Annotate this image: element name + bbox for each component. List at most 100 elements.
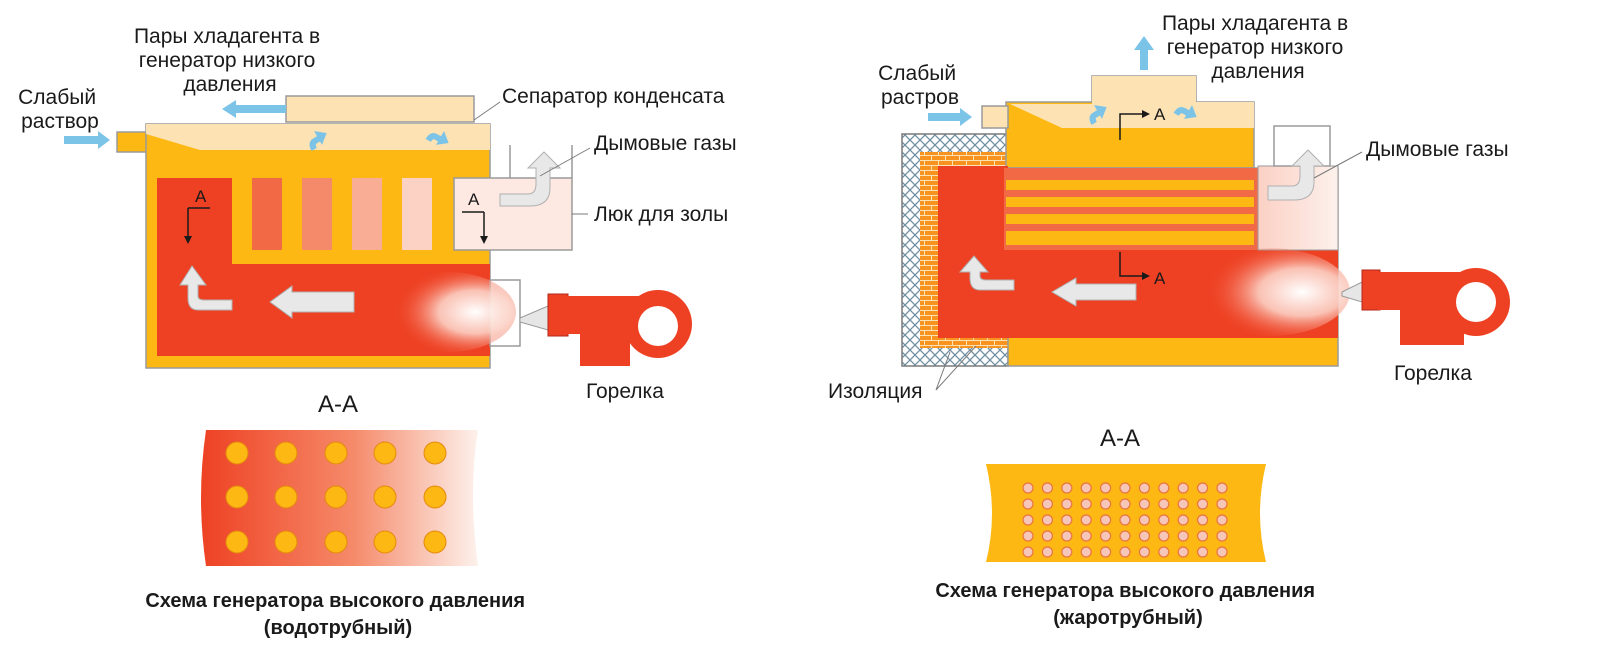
fire-tube-section bbox=[1022, 530, 1034, 542]
right-smoke-box bbox=[1257, 165, 1339, 251]
fire-tube-section bbox=[1158, 530, 1170, 542]
fire-tube-section bbox=[1080, 514, 1092, 526]
right-insulation-leader bbox=[935, 345, 977, 391]
left-burner-icon bbox=[519, 290, 692, 366]
left-vapor-rise-arrow-1 bbox=[309, 131, 327, 151]
right-insulation-label: Изоляция bbox=[828, 380, 922, 403]
left-caption: Схема генератора высокого давления (водо… bbox=[145, 590, 530, 639]
left-section-mark-a1: A bbox=[184, 187, 210, 244]
right-vapor-out-arrow bbox=[1134, 36, 1154, 70]
fire-tube-section bbox=[1138, 514, 1151, 526]
fire-tube-section bbox=[1119, 530, 1131, 542]
fire-tube-section bbox=[1196, 482, 1209, 494]
right-section-title: A-A bbox=[1100, 425, 1140, 452]
right-fire-tube-3 bbox=[1006, 214, 1254, 224]
right-flow-arrow-up bbox=[958, 255, 1015, 291]
left-section-mark-a1-label: A bbox=[195, 187, 207, 206]
fire-tube-section bbox=[1022, 482, 1034, 494]
right-inlet-nozzle bbox=[981, 105, 1009, 129]
right-chimney bbox=[1273, 125, 1331, 167]
fire-tube-section bbox=[1080, 546, 1092, 558]
fire-tube-section bbox=[1080, 530, 1092, 542]
fire-tube-section bbox=[1022, 546, 1034, 558]
right-burner-icon bbox=[1341, 268, 1510, 345]
fire-tube-section bbox=[1061, 530, 1073, 542]
left-burner-label: Горелка bbox=[586, 380, 664, 403]
left-smoke-box bbox=[453, 177, 573, 251]
left-ash-hatch-label: Люк для золы bbox=[594, 203, 728, 226]
fire-tube-section bbox=[1080, 482, 1092, 494]
right-flame bbox=[1190, 248, 1350, 336]
right-flue-gas-label: Дымовые газы bbox=[1366, 138, 1509, 161]
fire-tube-section bbox=[1099, 498, 1112, 510]
right-flue-arrow bbox=[1267, 149, 1326, 201]
fire-tube-section bbox=[1177, 530, 1189, 542]
left-separator-label: Сепаратор конденсата bbox=[502, 85, 725, 108]
right-flow-arrow-left bbox=[1051, 277, 1137, 307]
fire-tube-section bbox=[1119, 546, 1131, 558]
fire-tube-section bbox=[1061, 482, 1073, 494]
left-section-title: A-A bbox=[318, 391, 358, 418]
right-section-mark-a2: A bbox=[1119, 252, 1166, 288]
right-weak-solution-label: Слабый растров bbox=[878, 62, 962, 109]
left-upper-drum bbox=[285, 95, 475, 123]
fire-tube-section bbox=[1022, 498, 1034, 510]
fire-tube-section bbox=[1216, 498, 1228, 510]
fire-tube-section bbox=[1041, 482, 1054, 494]
right-flue-leader bbox=[1313, 151, 1363, 179]
fire-tube-section bbox=[1196, 546, 1209, 558]
fire-tube-section bbox=[1099, 482, 1112, 494]
right-caption: Схема генератора высокого давления (жаро… bbox=[935, 580, 1320, 629]
fire-tube-section bbox=[1177, 546, 1189, 558]
fire-tube-section bbox=[1061, 498, 1073, 510]
left-flow-arrow-left bbox=[269, 285, 355, 319]
left-flue-arrow bbox=[499, 151, 562, 207]
left-flue-leader bbox=[539, 147, 591, 177]
fire-tube-section bbox=[1138, 498, 1151, 510]
left-flame bbox=[380, 272, 516, 352]
fire-tube-section bbox=[1196, 530, 1209, 542]
fire-tube-section bbox=[1099, 530, 1112, 542]
right-vapor-rise-arrow-2 bbox=[1173, 105, 1197, 119]
fire-tube-section bbox=[1138, 546, 1151, 558]
fire-tube-section bbox=[1158, 482, 1170, 494]
left-vapor-out-label: Пары хладагента в генератор низкого давл… bbox=[134, 25, 326, 96]
fire-tube-section bbox=[1216, 530, 1228, 542]
fire-tube-section bbox=[1099, 514, 1112, 526]
left-flue-gas-label: Дымовые газы bbox=[594, 132, 737, 155]
fire-tube-section bbox=[1099, 546, 1112, 558]
left-section-mark-a2: A bbox=[462, 190, 488, 244]
right-vapor-rise-arrow-1 bbox=[1089, 105, 1107, 125]
left-tube-3 bbox=[352, 178, 382, 250]
fire-tube-section bbox=[1022, 514, 1034, 526]
fire-tube-section bbox=[1041, 514, 1054, 526]
fire-tube-section bbox=[1061, 514, 1073, 526]
fire-tube-section bbox=[1216, 482, 1228, 494]
left-section-view bbox=[201, 430, 478, 566]
fire-tube-section bbox=[1119, 514, 1131, 526]
left-vapor-rise-arrow-2 bbox=[425, 131, 449, 145]
right-vapor-out-label: Пары хладагента в генератор низкого давл… bbox=[1162, 12, 1354, 83]
fire-tube-section bbox=[1216, 546, 1228, 558]
left-weak-solution-label: Слабый раствор bbox=[18, 86, 102, 133]
right-section-fire-tubes bbox=[1022, 482, 1228, 558]
left-tube-2 bbox=[302, 178, 332, 250]
fire-tube-section bbox=[1196, 498, 1209, 510]
fire-tube-section bbox=[1158, 498, 1170, 510]
right-fire-tube-1 bbox=[1006, 180, 1254, 190]
right-section-view bbox=[986, 464, 1266, 562]
right-furnace-upper bbox=[938, 166, 1008, 338]
right-section-mark-a2-label: A bbox=[1154, 269, 1166, 288]
right-section-mark-a1: A bbox=[1119, 105, 1166, 140]
fire-tube-section bbox=[1177, 498, 1189, 510]
left-flow-arrow-up bbox=[179, 265, 233, 311]
left-vapor-out-arrow bbox=[222, 100, 286, 118]
fire-tube-section bbox=[1080, 498, 1092, 510]
fire-tube-section bbox=[1138, 482, 1151, 494]
left-separator-leader bbox=[473, 101, 501, 121]
fire-tube-section bbox=[1138, 530, 1151, 542]
left-weak-solution-arrow bbox=[64, 131, 110, 149]
fire-tube-section bbox=[1216, 514, 1228, 526]
right-burner-label: Горелка bbox=[1394, 362, 1472, 385]
